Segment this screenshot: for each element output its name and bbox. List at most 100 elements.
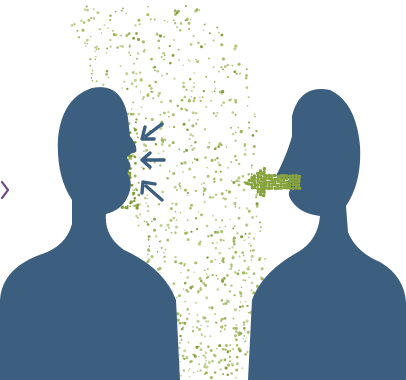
droplet — [255, 196, 257, 198]
droplet — [197, 320, 200, 323]
droplet — [200, 325, 201, 326]
droplet — [122, 8, 124, 10]
droplet — [158, 203, 160, 205]
droplet — [85, 45, 87, 47]
droplet — [216, 157, 218, 159]
droplet — [196, 8, 199, 11]
droplet — [156, 33, 159, 36]
droplet — [148, 84, 151, 87]
droplet — [201, 334, 203, 336]
droplet — [248, 232, 251, 235]
droplet — [251, 289, 253, 291]
droplet — [106, 47, 108, 49]
droplet — [129, 44, 131, 46]
droplet — [158, 153, 159, 154]
droplet — [235, 179, 238, 182]
droplet — [132, 37, 135, 40]
droplet — [167, 111, 169, 113]
droplet — [251, 167, 252, 168]
droplet — [246, 320, 249, 323]
droplet — [217, 162, 219, 164]
droplet — [188, 59, 190, 61]
droplet — [248, 237, 250, 239]
droplet — [264, 258, 266, 260]
droplet — [103, 24, 105, 26]
droplet — [261, 267, 264, 270]
droplet — [207, 146, 210, 149]
droplet — [195, 217, 197, 219]
droplet — [210, 100, 212, 102]
arrow-dot — [297, 180, 300, 183]
droplet — [188, 22, 191, 25]
droplet — [222, 69, 224, 71]
droplet — [213, 40, 215, 42]
droplet — [240, 295, 242, 297]
droplet — [98, 12, 100, 14]
droplet — [231, 111, 233, 113]
droplet — [237, 127, 239, 129]
droplet — [211, 91, 213, 93]
droplet — [224, 324, 226, 326]
droplet — [190, 360, 193, 363]
droplet — [222, 257, 225, 260]
droplet — [190, 145, 192, 147]
arrow-dot — [270, 186, 273, 189]
droplet — [217, 145, 220, 148]
droplet — [186, 89, 188, 91]
droplet — [128, 52, 130, 54]
droplet — [193, 82, 195, 84]
droplet — [214, 81, 216, 83]
droplet — [206, 225, 209, 228]
droplet — [201, 183, 202, 184]
droplet — [204, 23, 206, 25]
droplet — [178, 148, 180, 150]
droplet — [244, 233, 246, 235]
droplet — [131, 82, 134, 85]
droplet — [235, 101, 238, 104]
droplet — [253, 145, 256, 148]
droplet — [213, 178, 215, 180]
droplet — [166, 73, 168, 75]
droplet — [171, 232, 173, 234]
droplet — [179, 182, 181, 184]
droplet — [119, 45, 120, 46]
droplet — [199, 97, 201, 99]
droplet — [198, 211, 199, 212]
droplet — [198, 363, 200, 365]
droplet — [179, 342, 181, 344]
droplet — [123, 81, 125, 83]
droplet — [204, 188, 207, 191]
droplet — [184, 282, 187, 285]
droplet — [122, 87, 124, 89]
droplet — [187, 192, 189, 194]
droplet — [210, 306, 213, 309]
droplet — [219, 178, 222, 181]
droplet — [138, 19, 141, 22]
droplet — [146, 13, 149, 16]
droplet — [237, 332, 239, 334]
droplet — [193, 100, 195, 102]
droplet — [214, 159, 216, 161]
droplet — [128, 172, 131, 175]
droplet — [251, 216, 254, 219]
droplet — [113, 33, 116, 36]
droplet — [164, 139, 167, 142]
droplet — [154, 70, 156, 72]
droplet — [168, 227, 170, 229]
droplet — [203, 90, 205, 92]
droplet — [188, 99, 191, 102]
droplet — [208, 361, 211, 364]
droplet — [190, 19, 191, 20]
droplet — [236, 362, 238, 364]
droplet — [136, 58, 138, 60]
droplet — [139, 157, 141, 159]
droplet — [208, 142, 210, 144]
droplet — [84, 42, 86, 44]
droplet — [193, 271, 194, 272]
droplet — [129, 46, 131, 48]
droplet — [220, 66, 222, 68]
droplet — [164, 55, 166, 57]
droplet — [220, 239, 223, 242]
droplet — [247, 305, 249, 307]
droplet — [260, 276, 262, 278]
